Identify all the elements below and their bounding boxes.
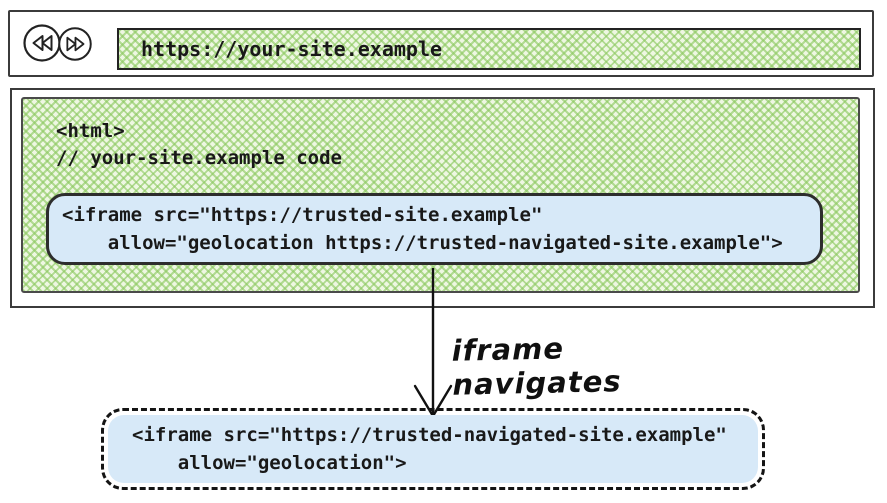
address-url: https://your-site.example (141, 37, 443, 61)
browser-toolbar: https://your-site.example (8, 10, 874, 77)
browser-window: <html> // your-site.example code <iframe… (10, 88, 875, 308)
navigated-iframe-code-line-1: <iframe src="https://trusted-navigated-s… (132, 424, 727, 446)
fast-forward-icon (58, 27, 92, 61)
arrow-label: iframe navigates (451, 331, 622, 402)
page-content: <html> // your-site.example code <iframe… (21, 97, 860, 293)
navigated-iframe-box: <iframe src="https://trusted-navigated-s… (101, 408, 765, 490)
back-button[interactable] (22, 23, 62, 63)
iframe-code-line-1: <iframe src="https://trusted-site.exampl… (62, 204, 543, 226)
page-code-line-1: <html> (56, 120, 125, 142)
iframe-embed-box: <iframe src="https://trusted-site.exampl… (46, 193, 823, 265)
page-code-line-2: // your-site.example code (56, 147, 342, 169)
navigated-iframe-code-line-2: allow="geolocation"> (132, 452, 407, 474)
page-source-code: <html> // your-site.example code (56, 118, 342, 172)
iframe-code-line-2: allow="geolocation https://trusted-navig… (62, 232, 783, 254)
rewind-icon (23, 24, 61, 62)
forward-button[interactable] (57, 26, 93, 62)
address-bar[interactable]: https://your-site.example (117, 28, 861, 70)
navigated-iframe-fill: <iframe src="https://trusted-navigated-s… (108, 415, 758, 483)
